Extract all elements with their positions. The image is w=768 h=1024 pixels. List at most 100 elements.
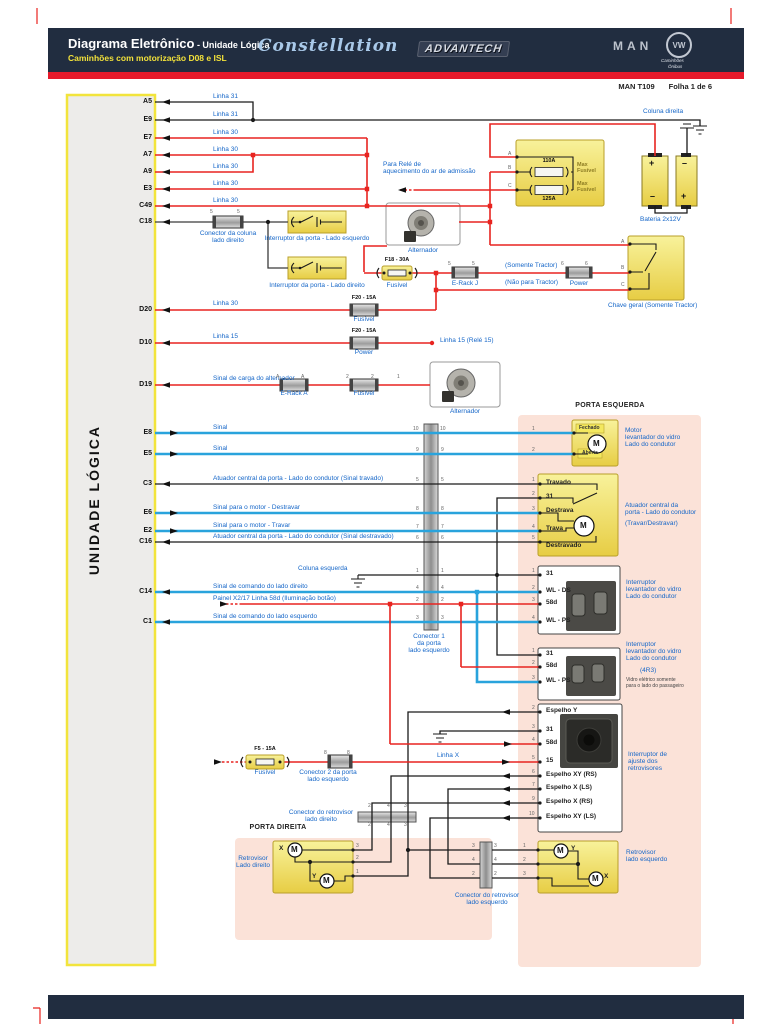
label-coluna-esquerda: Coluna esquerda [298,565,348,572]
label-retro-dir-b: Lado direito [236,862,270,869]
max-fuse-elements [529,166,569,196]
pinnum: 3 [356,843,359,849]
label-power-j: Power [569,280,589,287]
pinnum: 2 [416,597,419,603]
switch-photo-detail [591,663,605,683]
pin-c1: C1 [143,618,152,625]
label-alternador-2: Alternador [450,408,480,415]
pin-c49: C49 [139,202,152,209]
row-15: 15 [546,757,554,764]
label-retro-dir-a: Retrovisor [238,855,268,862]
mirror-right-box [272,840,354,894]
battery-terminal [681,153,691,157]
switch-photo-detail [571,664,585,684]
pin-c16: C16 [139,538,152,545]
row-wl-ps-box1: WL - PS [546,617,571,624]
pinnum: 3 [404,803,407,809]
pinnum: 8 [416,506,419,512]
pin-d10: D10 [139,339,152,346]
label-conn-retro-esq-b: lado esquerdo [466,899,508,906]
pinnum: 3 [494,843,497,849]
row-58d-espelho: 58d [546,739,558,746]
row-espelho-x-rs: Espelho X (RS) [546,798,593,805]
note-vidro-2: para o lado do passageiro [626,683,684,689]
wire-label-linha30-e7: Linha 30 [213,129,238,136]
row-espelho-y: Espelho Y [546,707,578,714]
pinnum: 9 [532,796,535,802]
door-actuator-box [537,473,619,557]
motor-m-atuador: M [580,521,587,530]
chave-geral-box [627,235,685,301]
pinnum: 1 [532,648,535,654]
pinnum: 8 [441,506,444,512]
label-int-vidro2-c: Lado do condutor [626,655,677,662]
label-conn-retro-esq-a: Conector do retrovisor [454,892,520,899]
row-wl-ds: WL - DS [546,587,571,594]
pinnum: 6 [561,261,564,267]
pinnum: 8 [324,750,327,756]
note-vidro-1: Vidro elétrico somente [626,677,676,683]
wire-label-e2: Sinal para o motor - Travar [213,522,291,529]
pinnum: 6 [585,261,588,267]
batt-plus-1: + [649,158,655,168]
row-58d-box1: 58d [546,599,558,606]
black-junctions [250,117,581,867]
pinnum: 3 [532,597,535,603]
wire-label-c1: Sinal de comando do lado esquerdo [213,613,318,620]
wire-label-c14: Sinal de comando do lado direito [213,583,308,590]
pinnum: 2 [356,855,359,861]
pinnum: 8 [347,750,350,756]
row-destravado: Destravado [546,542,582,549]
batt-plus-2: + [681,191,687,201]
pinnum: 1 [532,477,535,483]
red-stripe [48,72,744,79]
pinnum: 3 [416,615,419,621]
ground-icon [351,119,707,743]
pinnum: 6 [532,769,535,775]
unidade-logica-box [65,93,157,967]
alternator-photo-detail [458,380,464,386]
row-espelho-xy-ls: Espelho XY (LS) [546,813,597,820]
pinnum: 3 [532,506,535,512]
pinnum: 1 [532,568,535,574]
label-somente-tractor: (Somente Tractor) [505,262,558,269]
pinnum: 2 [346,374,349,380]
pin-a9: A9 [143,168,152,175]
chip-aberta: Aberta [582,450,598,456]
chip-fechado-bg [575,423,605,434]
label-nao-para-tractor: (Não para Tractor) [505,279,559,286]
pin-d20: D20 [139,306,152,313]
vw-caption-1: Caminhões [661,58,684,63]
pinnum: 4 [532,737,535,743]
motor-m-x-dir: M [291,845,298,854]
pinnum: C [508,183,512,189]
wire-label-linha30-a9: Linha 30 [213,163,238,170]
pinnum: 3 [532,724,535,730]
wire-label-linha30-e3: Linha 30 [213,180,238,187]
label-conector1-a: Conector 1 [413,633,445,640]
motor-m-y-esq: M [557,846,564,855]
wire-label-linha31-a5: Linha 31 [213,93,238,100]
label-erack-j: E-Rack J [451,280,479,287]
motor-icon [287,434,607,889]
pinnum: 1 [441,568,444,574]
pinnum: 2 [371,374,374,380]
label-atuador-2: porta - Lado do condutor [625,509,697,516]
label-retro-esq-a: Retrovisor [626,849,656,856]
wire-label-linha31-e9: Linha 31 [213,111,238,118]
pin-e6: E6 [143,509,152,516]
pinnum: 10 [440,426,446,432]
row-travado: Travado [546,479,571,486]
label-4r3: (4R3) [640,667,657,674]
pinnum: 1 [397,374,400,380]
label-max1a: Max [577,162,588,168]
pinnum: 1 [532,426,535,432]
row-31-box1: 31 [546,570,554,577]
label-125a: 125A [542,196,556,202]
label-erack-a: E-Rack A [280,390,308,397]
pinnum: 4 [441,585,444,591]
pinnum: 4 [387,822,390,828]
label-fusivel-f5: Fusível [254,769,276,776]
label-fusivel-d19: Fusível [353,390,375,397]
